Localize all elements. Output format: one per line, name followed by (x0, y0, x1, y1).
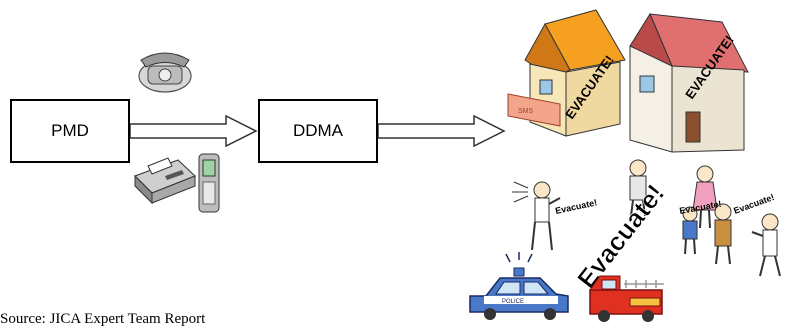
fire-truck-icon (589, 275, 664, 322)
people-icon (629, 159, 647, 217)
police-label: POLICE (502, 299, 524, 305)
shout-3: Evacuate! (732, 192, 775, 216)
arrow-pmd-to-ddma (129, 114, 258, 148)
pmd-box: PMD (10, 99, 130, 163)
fax-machine-icon (134, 157, 196, 205)
house-tag: SMS (518, 108, 534, 115)
house-icon: SMS (507, 9, 626, 137)
ddma-box: DDMA (258, 99, 378, 163)
shout-1: Evacuate! (554, 197, 598, 216)
people-icon (512, 181, 561, 251)
people-icon (751, 213, 781, 277)
people-icon (714, 203, 732, 265)
house-icon (629, 12, 749, 153)
people-icon (692, 165, 718, 229)
evacuate-banner: Evacuate! (571, 178, 670, 293)
police-car-icon: POLICE (469, 252, 569, 320)
telephone-icon (138, 52, 192, 93)
mobile-phone-icon (198, 153, 220, 213)
people-icon (682, 206, 698, 255)
source-caption: Source: JICA Expert Team Report (0, 311, 206, 327)
arrow-ddma-to-community (377, 114, 506, 148)
